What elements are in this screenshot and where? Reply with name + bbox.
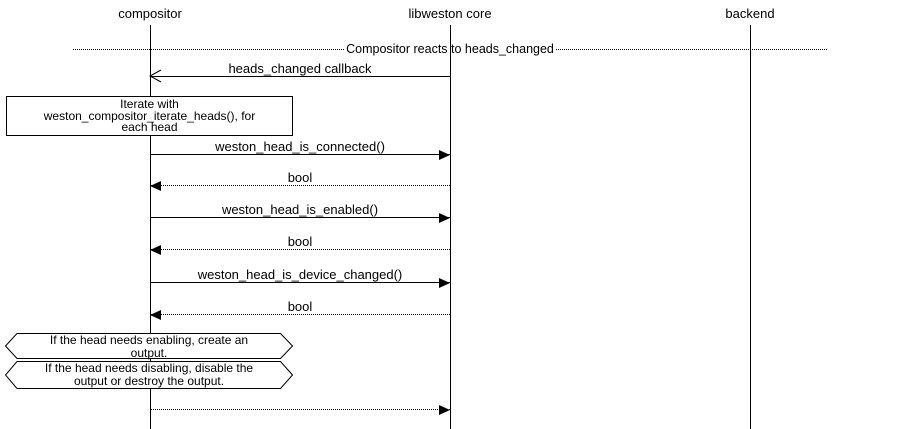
hexagon-outline bbox=[5, 361, 293, 389]
open-arrowhead-icon bbox=[149, 69, 162, 83]
message-label: bool bbox=[287, 170, 313, 185]
note-line: Iterate with bbox=[120, 97, 179, 111]
filled-arrowhead-icon bbox=[439, 150, 450, 160]
message-weston-head-is-device-changed: weston_head_is_device_changed() bbox=[150, 266, 450, 288]
participant-libweston-core: libweston core bbox=[408, 6, 492, 21]
message-label: weston_head_is_device_changed() bbox=[197, 267, 403, 282]
filled-arrowhead-icon bbox=[439, 278, 450, 288]
filled-arrowhead-icon bbox=[439, 213, 450, 223]
note-line: If the head needs enabling, create an bbox=[49, 333, 249, 347]
lifeline-compositor bbox=[150, 25, 151, 429]
note-line: output. bbox=[130, 346, 168, 360]
lifeline-libweston-core bbox=[450, 25, 451, 429]
hexagon-outline bbox=[5, 333, 293, 359]
note-line: each head bbox=[121, 120, 178, 134]
message-weston-head-is-enabled: weston_head_is_enabled() bbox=[150, 201, 450, 223]
filled-arrowhead-icon bbox=[150, 310, 161, 320]
filled-arrowhead-icon bbox=[150, 181, 161, 191]
filled-arrowhead-icon bbox=[439, 405, 450, 415]
message-label: heads_changed callback bbox=[228, 61, 372, 76]
message-label: bool bbox=[287, 234, 313, 249]
note-enable-output: If the head needs enabling, create an ou… bbox=[5, 333, 293, 360]
message-label: weston_head_is_connected() bbox=[215, 139, 385, 154]
divider-label: Compositor reacts to heads_changed bbox=[346, 42, 554, 56]
message-heads-changed-callback: heads_changed callback bbox=[149, 60, 450, 83]
note-line: If the head needs disabling, disable the bbox=[44, 361, 254, 375]
participant-backend: backend bbox=[725, 6, 775, 21]
message-label: weston_head_is_enabled() bbox=[221, 202, 379, 217]
divider-line-left bbox=[73, 48, 345, 50]
message-weston-head-is-connected: weston_head_is_connected() bbox=[150, 138, 450, 160]
message-label: bool bbox=[287, 299, 313, 314]
note-line: output or destroy the output. bbox=[73, 374, 225, 388]
note-iterate-heads: Iterate with weston_compositor_iterate_h… bbox=[6, 96, 293, 136]
note-line: weston_compositor_iterate_heads(), for bbox=[43, 108, 256, 123]
message-bool-device-changed-return: bool bbox=[150, 298, 450, 320]
participant-compositor: compositor bbox=[118, 6, 182, 21]
message-unlabeled-return bbox=[150, 393, 450, 415]
message-bool-enabled-return: bool bbox=[150, 233, 450, 255]
message-bool-connected-return: bool bbox=[150, 169, 450, 191]
divider-heads-changed: Compositor reacts to heads_changed bbox=[73, 42, 828, 56]
note-disable-output: If the head needs disabling, disable the… bbox=[5, 361, 293, 389]
lifeline-backend bbox=[750, 25, 751, 429]
filled-arrowhead-icon bbox=[150, 245, 161, 255]
divider-line-right bbox=[555, 48, 828, 50]
